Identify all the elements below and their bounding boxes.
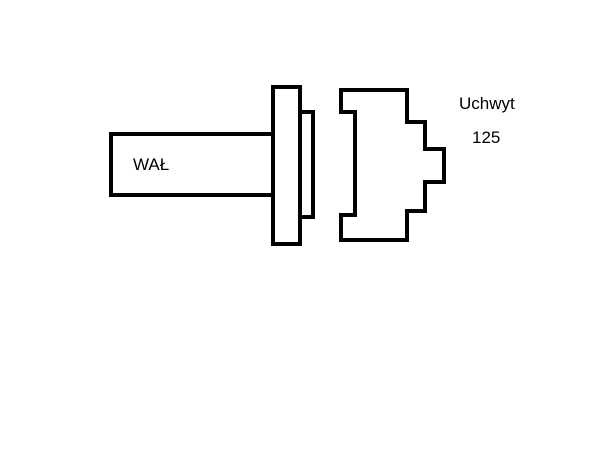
flange-plate [271, 85, 302, 246]
flange-spigot [298, 110, 315, 219]
shaft-label: WAŁ [133, 155, 170, 174]
chuck-size-label: 125 [472, 128, 501, 147]
chuck-label: Uchwyt [459, 94, 515, 113]
chuck-body [339, 88, 446, 242]
